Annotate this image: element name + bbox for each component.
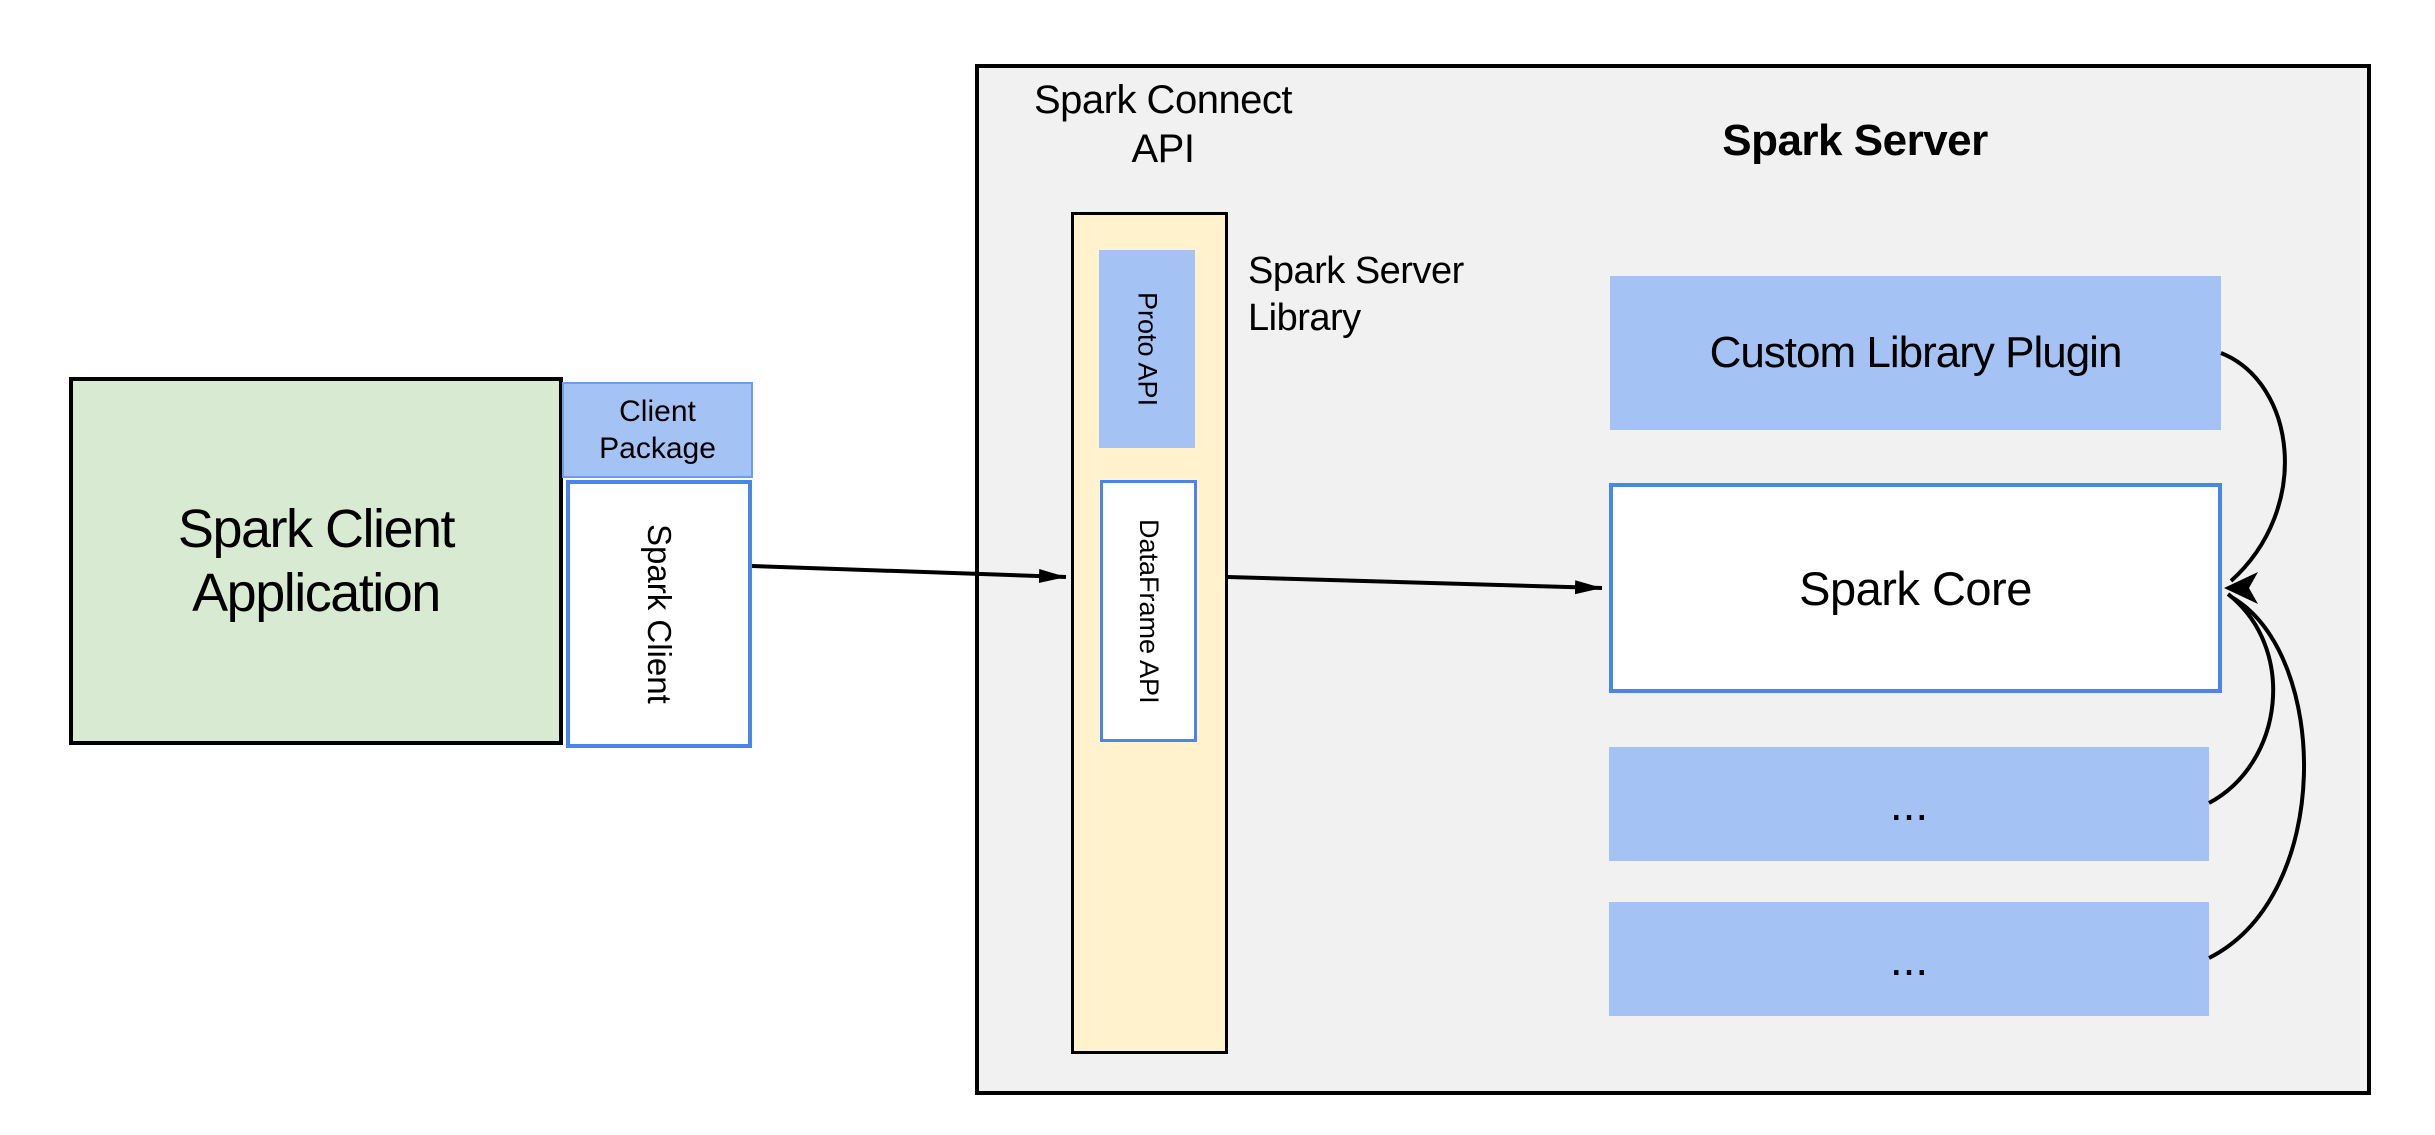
spark-core-box: Spark Core (1609, 483, 2222, 693)
spark-client-box: Spark Client (566, 480, 752, 748)
custom-library-plugin-label: Custom Library Plugin (1709, 328, 2123, 377)
spark-server-title: Spark Server (1722, 116, 1988, 165)
spark-client-application-label-line2: Application (192, 563, 441, 623)
plugin-slot-2-label: ... (1889, 933, 1929, 985)
proto-api-label: Proto API (1132, 291, 1163, 407)
spark-connect-api-label-line1: Spark Connect (1033, 78, 1293, 122)
spark-connect-api-label-line2: API (1131, 127, 1195, 171)
proto-api-box: Proto API (1099, 250, 1195, 448)
dataframe-api-box: DataFrame API (1100, 480, 1197, 742)
spark-server-library-label-line2: Library (1248, 297, 1361, 339)
spark-client-label: Spark Client (641, 524, 678, 704)
spark-server-library-label-line1: Spark Server (1248, 250, 1464, 292)
client-package-box: Client Package (562, 382, 753, 478)
spark-client-application-label: Spark Client Application (177, 497, 456, 625)
spark-core-label: Spark Core (1799, 561, 2032, 615)
plugin-slot-1-label: ... (1889, 778, 1929, 830)
client-package-label-line1: Client (619, 395, 696, 428)
spark-server-library-label: Spark Server Library (1248, 248, 1608, 342)
plugin-slot-1-box: ... (1609, 747, 2209, 861)
client-package-label: Client Package (599, 393, 716, 467)
dataframe-api-label: DataFrame API (1134, 518, 1164, 704)
client-package-label-line2: Package (599, 432, 716, 465)
plugin-slot-2-box: ... (1609, 902, 2209, 1016)
custom-library-plugin-box: Custom Library Plugin (1610, 276, 2221, 430)
spark-client-application-label-line1: Spark Client (177, 499, 456, 559)
spark-client-application-box: Spark Client Application (69, 377, 563, 745)
spark-connect-api-label: Spark Connect API (963, 76, 1363, 174)
